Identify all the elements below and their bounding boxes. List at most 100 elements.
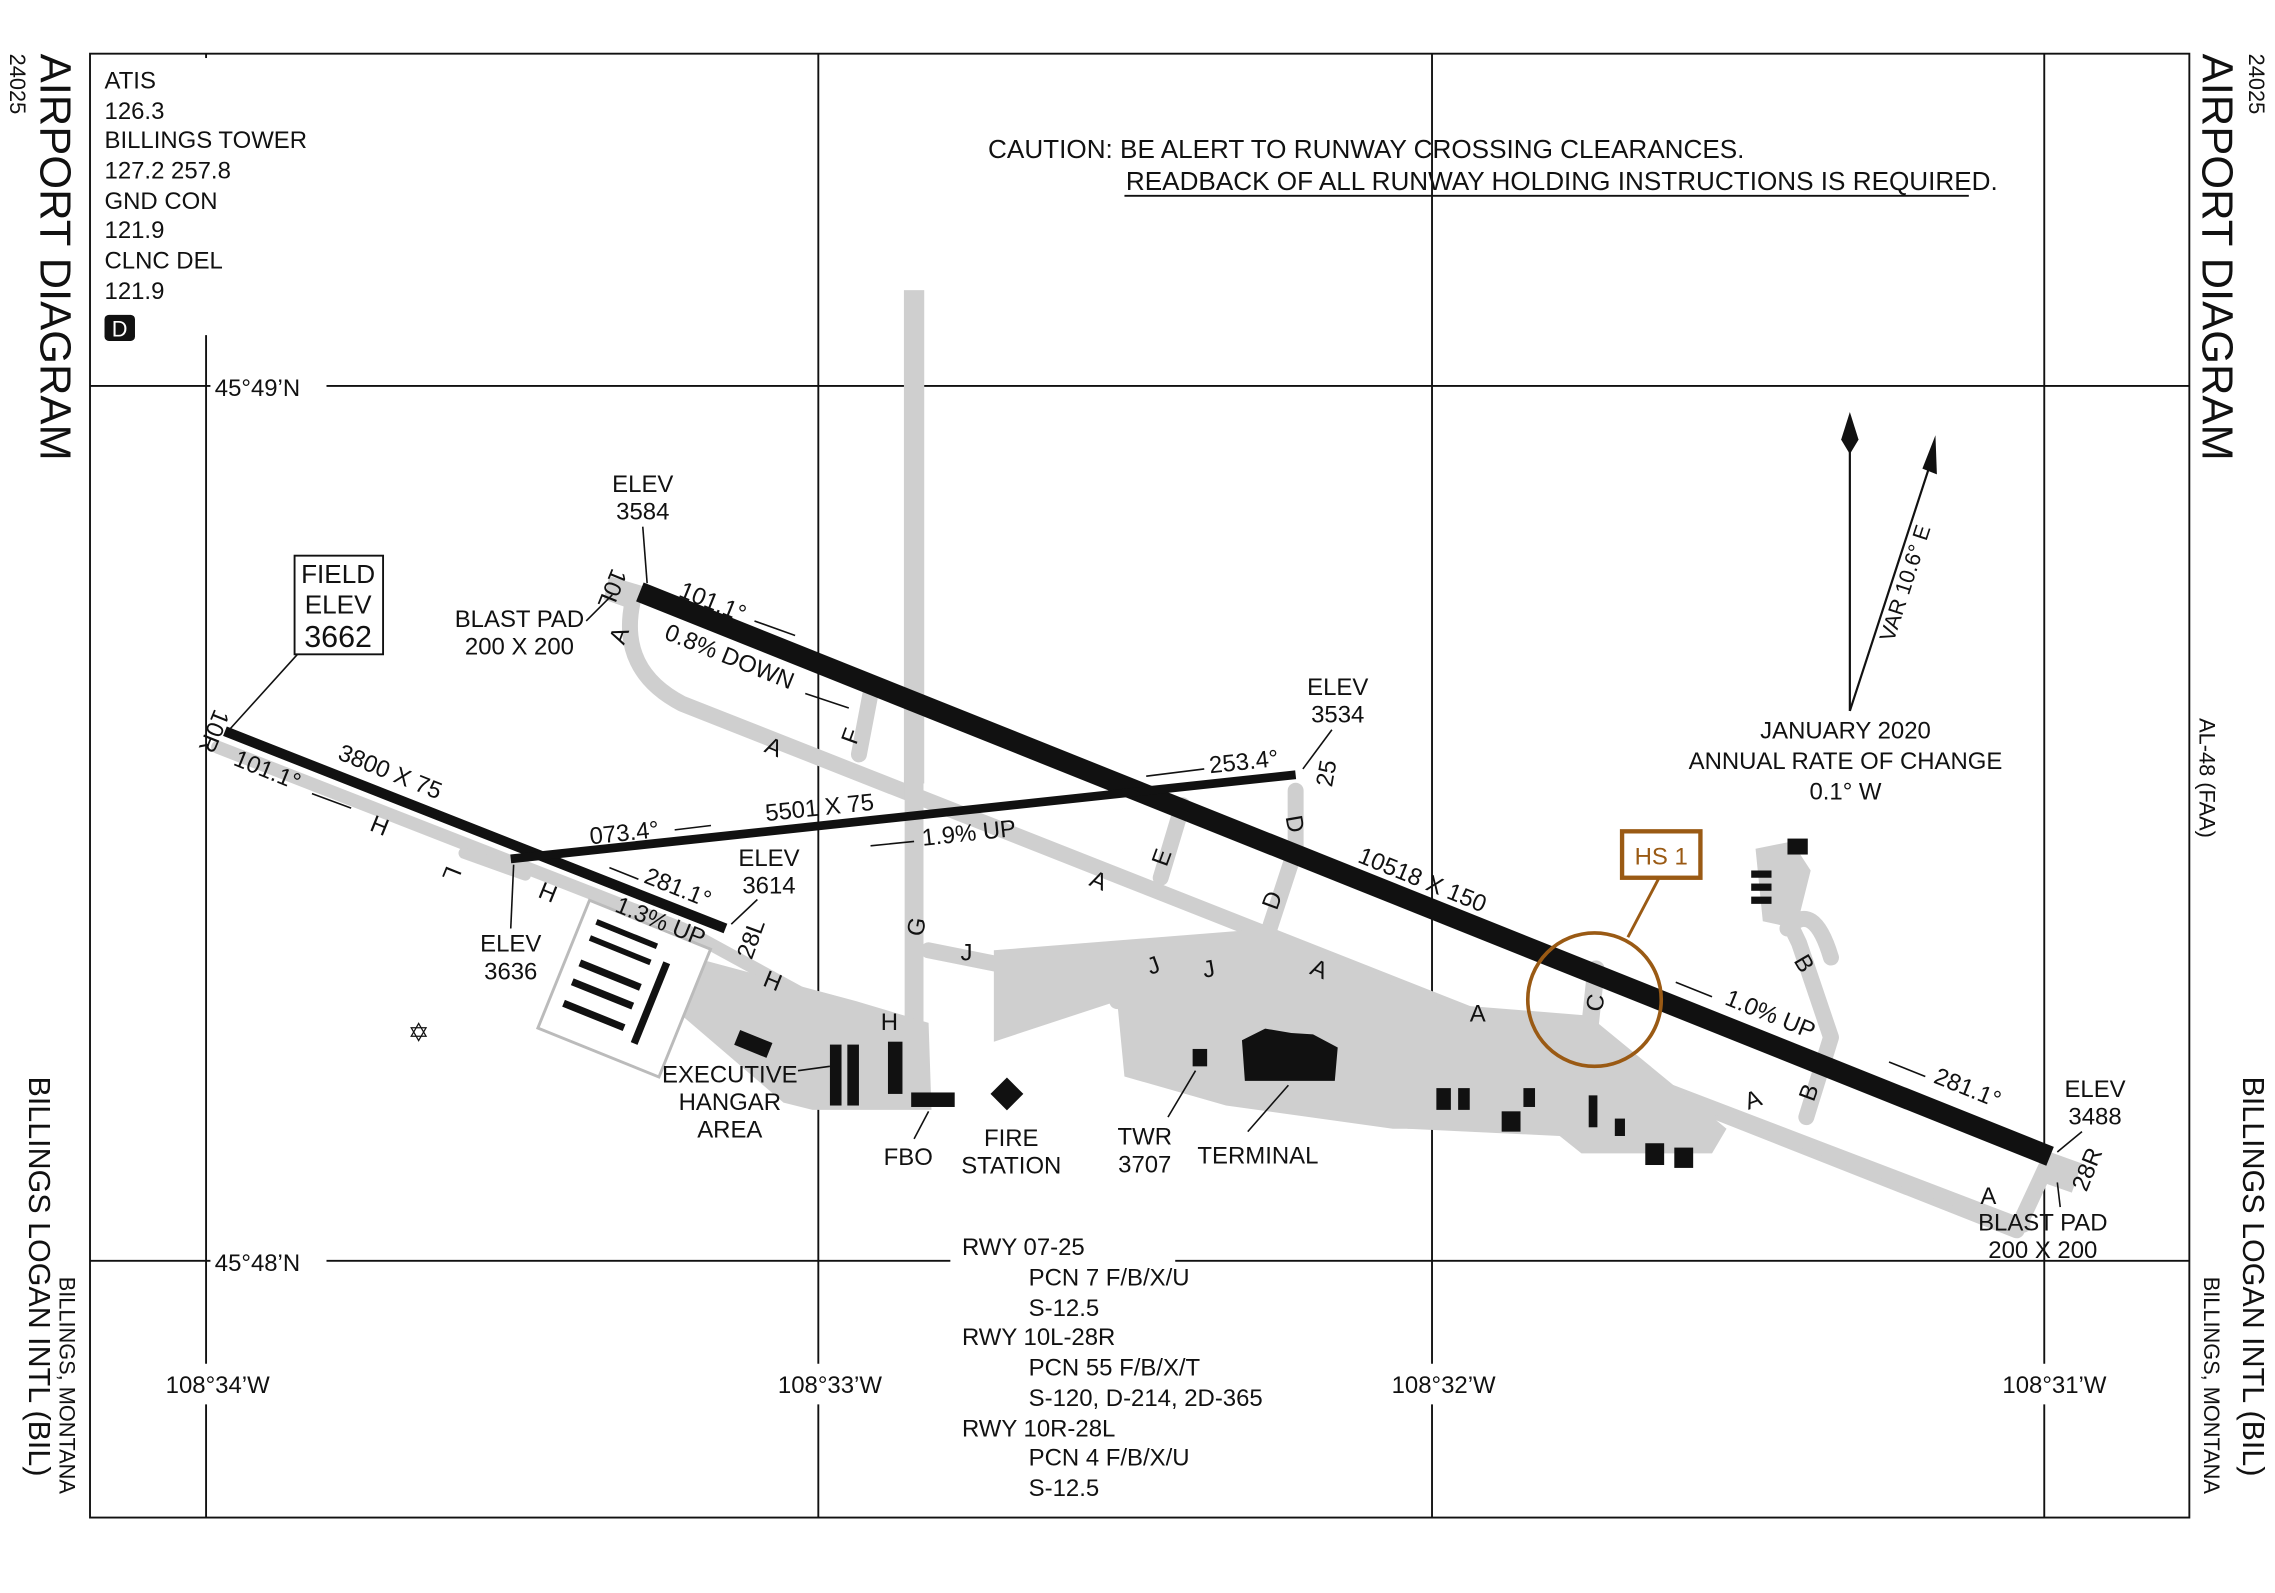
- elev-label: ELEV: [1307, 674, 1368, 701]
- rwy-strength: S-12.5: [1029, 1475, 1099, 1502]
- elev-label: ELEV: [480, 931, 541, 958]
- freq-line: 121.9: [105, 217, 165, 244]
- south-parallel-taxiway: [1618, 1067, 2031, 1233]
- variation-date: JANUARY 2020: [1760, 717, 1931, 744]
- frequency-block: ATIS 126.3 BILLINGS TOWER 127.2 257.8 GN…: [95, 58, 328, 342]
- rwy-designation: RWY 10R-28L: [962, 1415, 1115, 1442]
- longitude-label: 108°34’W: [166, 1372, 270, 1399]
- elev-label: ELEV: [2064, 1076, 2125, 1103]
- magnetic-variation: VAR 10.6° E: [1874, 522, 1935, 645]
- longitude-label: 108°33’W: [778, 1372, 882, 1399]
- terminal-building: [1241, 1028, 1338, 1081]
- longitude-label: 108°31’W: [2002, 1372, 2106, 1399]
- d-atis-badge: [104, 314, 135, 341]
- taxiway-label: L: [436, 862, 466, 884]
- field-elev-line2: ELEV: [305, 590, 372, 620]
- t-hangar-area: [535, 898, 713, 1079]
- terminal-label: TERMINAL: [1197, 1143, 1318, 1170]
- true-north-arrow-icon: [1841, 412, 1859, 455]
- runway-end-28l: 28L: [732, 916, 771, 963]
- runway-end-25: 25: [1311, 758, 1342, 789]
- runway-10l-28r: [636, 582, 2054, 1166]
- freq-line: BILLINGS TOWER: [105, 127, 308, 154]
- elev-25: 3534: [1311, 702, 1364, 729]
- fbo-building: [911, 1092, 955, 1107]
- exec-hangar-label: HANGAR: [679, 1089, 781, 1116]
- freq-line: ATIS: [105, 68, 156, 95]
- rwy-strength: S-12.5: [1029, 1295, 1099, 1322]
- exec-hangar-label: AREA: [697, 1116, 762, 1143]
- freq-line: 121.9: [105, 278, 165, 305]
- north-arrow: VAR 10.6° E JANUARY 2020 ANNUAL RATE OF …: [1689, 412, 2003, 805]
- rwy-designation: RWY 07-25: [962, 1234, 1085, 1261]
- airport-name-left: BILLINGS LOGAN INTL (BIL): [22, 1077, 56, 1477]
- caution-line-2: READBACK OF ALL RUNWAY HOLDING INSTRUCTI…: [1126, 166, 1998, 196]
- hot-spot-hs1: HS 1: [1525, 829, 1703, 1069]
- caution-line-1: CAUTION: BE ALERT TO RUNWAY CROSSING CLE…: [988, 134, 1744, 164]
- pavement: [211, 290, 2082, 1239]
- runways: [223, 582, 2054, 1166]
- fire-station-label: FIRE: [984, 1125, 1038, 1152]
- latitude-north-label: 45°49’N: [215, 375, 300, 402]
- tower: [1192, 1048, 1208, 1067]
- airport-name-right: BILLINGS LOGAN INTL (BIL): [2236, 1077, 2270, 1477]
- location-right: BILLINGS, MONTANA: [2199, 1277, 2224, 1495]
- taxiway-label: A: [1470, 1000, 1486, 1027]
- field-elev-value: 3662: [304, 620, 372, 654]
- fire-station: [990, 1077, 1024, 1111]
- location-left: BILLINGS, MONTANA: [55, 1277, 80, 1495]
- taxiway-l: [458, 847, 532, 881]
- runway-10r-28l: [223, 726, 728, 934]
- blast-pad-10l: [603, 575, 643, 611]
- blast-pad-size: 200 X 200: [1988, 1237, 2097, 1264]
- freq-line: GND CON: [105, 188, 218, 215]
- rwy-pcn: PCN 7 F/B/X/U: [1029, 1264, 1190, 1291]
- taxiway-label: H: [881, 1009, 898, 1036]
- taxiway-label: H: [535, 877, 561, 909]
- chart-number-left: 24025: [5, 54, 30, 114]
- tower-label: TWR: [1118, 1124, 1172, 1151]
- blast-pad-label: BLAST PAD: [455, 606, 584, 633]
- elev-label: ELEV: [612, 471, 673, 498]
- taxiway-label: G: [902, 915, 932, 938]
- variation-rate-label: ANNUAL RATE OF CHANGE: [1689, 748, 2003, 775]
- elev-28r: 3488: [2068, 1103, 2121, 1130]
- rwy-pcn: PCN 55 F/B/X/T: [1029, 1354, 1201, 1381]
- executive-apron: [681, 957, 932, 1110]
- elev-10l: 3584: [616, 498, 669, 525]
- runway-end-28r: 28R: [2067, 1144, 2108, 1195]
- taxiway-f: [850, 685, 879, 763]
- north-taxiway-strip: [903, 290, 925, 784]
- right-margin-titles: AIRPORT DIAGRAM 24025 AL-48 (FAA) BILLIN…: [2192, 54, 2270, 1495]
- left-margin-titles: AIRPORT DIAGRAM 24025 BILLINGS LOGAN INT…: [5, 54, 79, 1495]
- latitude-south-label: 45°48’N: [215, 1250, 300, 1277]
- freq-line: CLNC DEL: [105, 247, 223, 274]
- caution-note: CAUTION: BE ALERT TO RUNWAY CROSSING CLE…: [988, 134, 1998, 197]
- d-atis-symbol: D: [112, 317, 128, 342]
- runway-data-block: RWY 07-25 PCN 7 F/B/X/U S-12.5 RWY 10L-2…: [962, 1234, 1263, 1502]
- lat-lon-grid: [89, 52, 2191, 1519]
- taxiway-label: H: [366, 810, 392, 842]
- taxiway-label: A: [1980, 1183, 1996, 1210]
- coordinate-labels: 45°49’N 45°48’N 108°34’W 108°33’W 108°32…: [166, 375, 2107, 1399]
- facility-labels: EXECUTIVE HANGAR AREA FBO FIRE STATION T…: [662, 1061, 1318, 1179]
- chart-title-right: AIRPORT DIAGRAM: [2192, 54, 2240, 461]
- magnetic-north-arrow-icon: [1922, 435, 1937, 475]
- freq-line: 126.3: [105, 98, 165, 125]
- exec-hangar-label: EXECUTIVE: [662, 1061, 798, 1088]
- fire-station-label: STATION: [961, 1153, 1061, 1180]
- fbo-label: FBO: [884, 1144, 933, 1171]
- field-elev-line1: FIELD: [301, 559, 375, 589]
- taxiway-label: D: [1280, 813, 1310, 835]
- rwy-strength: S-120, D-214, 2D-365: [1029, 1385, 1263, 1412]
- ga-apron-east: [1755, 841, 1811, 929]
- taxiway-label: J: [1201, 955, 1217, 984]
- rwy-pcn: PCN 4 F/B/X/U: [1029, 1444, 1190, 1471]
- elev-07: 3636: [484, 958, 537, 985]
- taxiway-label: C: [1581, 992, 1611, 1014]
- terminal-apron: [993, 928, 1437, 1129]
- field-elevation-box: FIELD ELEV 3662: [228, 554, 385, 731]
- elevation-labels: ELEV 3584 ELEV 3534 ELEV 3614 ELEV 3636 …: [455, 471, 2126, 1264]
- beacon-icon: ✡: [408, 1018, 430, 1048]
